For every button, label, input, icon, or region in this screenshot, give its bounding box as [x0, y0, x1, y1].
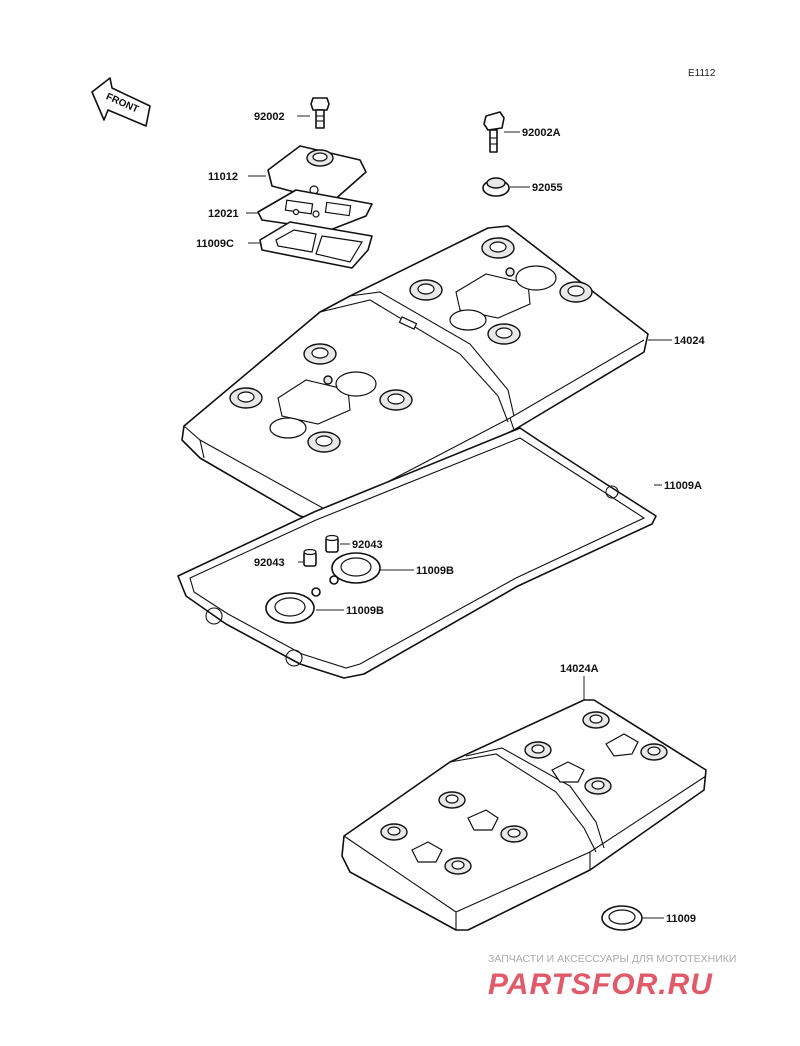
- head-cover-14024a: [341, 699, 707, 931]
- dowel-92043-upper: [325, 534, 339, 553]
- plug-gasket-11009b-upper: [329, 552, 381, 585]
- grommet-92055: [482, 177, 510, 197]
- part-label-92043-upper: 92043: [352, 539, 383, 551]
- bolt-92002: [310, 97, 330, 129]
- part-label-11009c: 11009C: [196, 238, 234, 250]
- part-label-92002a: 92002A: [522, 127, 561, 139]
- part-label-12021: 12021: [208, 208, 239, 220]
- part-label-11012: 11012: [208, 171, 238, 183]
- front-arrow-icon: FRONT: [91, 77, 151, 127]
- part-label-11009b-upper: 11009B: [416, 565, 454, 577]
- part-label-92055: 92055: [532, 182, 563, 194]
- bolt-92002a: [483, 111, 505, 153]
- watermark-tagline: ЗАПЧАСТИ И АКСЕССУАРЫ ДЛЯ МОТОТЕХНИКИ: [488, 953, 736, 965]
- part-label-11009: 11009: [666, 913, 696, 925]
- plug-gasket-11009b-lower: [265, 587, 321, 624]
- part-label-11009a: 11009A: [664, 480, 702, 492]
- part-label-14024: 14024: [674, 335, 705, 347]
- plug-gasket-11009: [601, 905, 643, 931]
- plate-12021: [257, 189, 373, 231]
- head-cover-14024: [181, 225, 649, 525]
- part-label-14024a: 14024A: [560, 663, 599, 675]
- part-label-92002: 92002: [254, 111, 285, 123]
- part-label-92043-lower: 92043: [254, 557, 285, 569]
- gasket-11009c: [259, 221, 373, 269]
- part-label-11009b-lower: 11009B: [346, 605, 384, 617]
- reference-code: E1112: [688, 68, 716, 79]
- cap-11012: [267, 145, 367, 203]
- watermark-logo: PARTSFOR.RU: [488, 968, 713, 1001]
- dowel-92043-lower: [303, 548, 317, 567]
